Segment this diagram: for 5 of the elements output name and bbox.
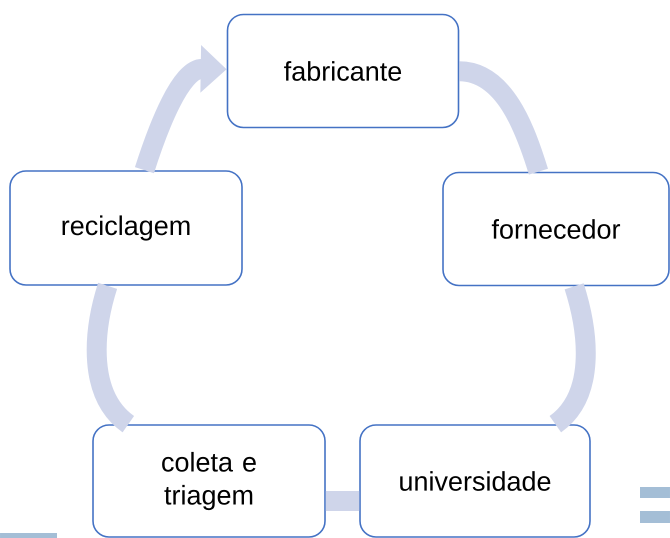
cycle-box: universidade bbox=[359, 424, 591, 538]
cycle-box: fabricante bbox=[226, 14, 460, 128]
cycle-box: coleta e triagem bbox=[92, 424, 326, 538]
cycle-box: reciclagem bbox=[9, 170, 243, 286]
cycle-box: fornecedor bbox=[442, 172, 670, 286]
